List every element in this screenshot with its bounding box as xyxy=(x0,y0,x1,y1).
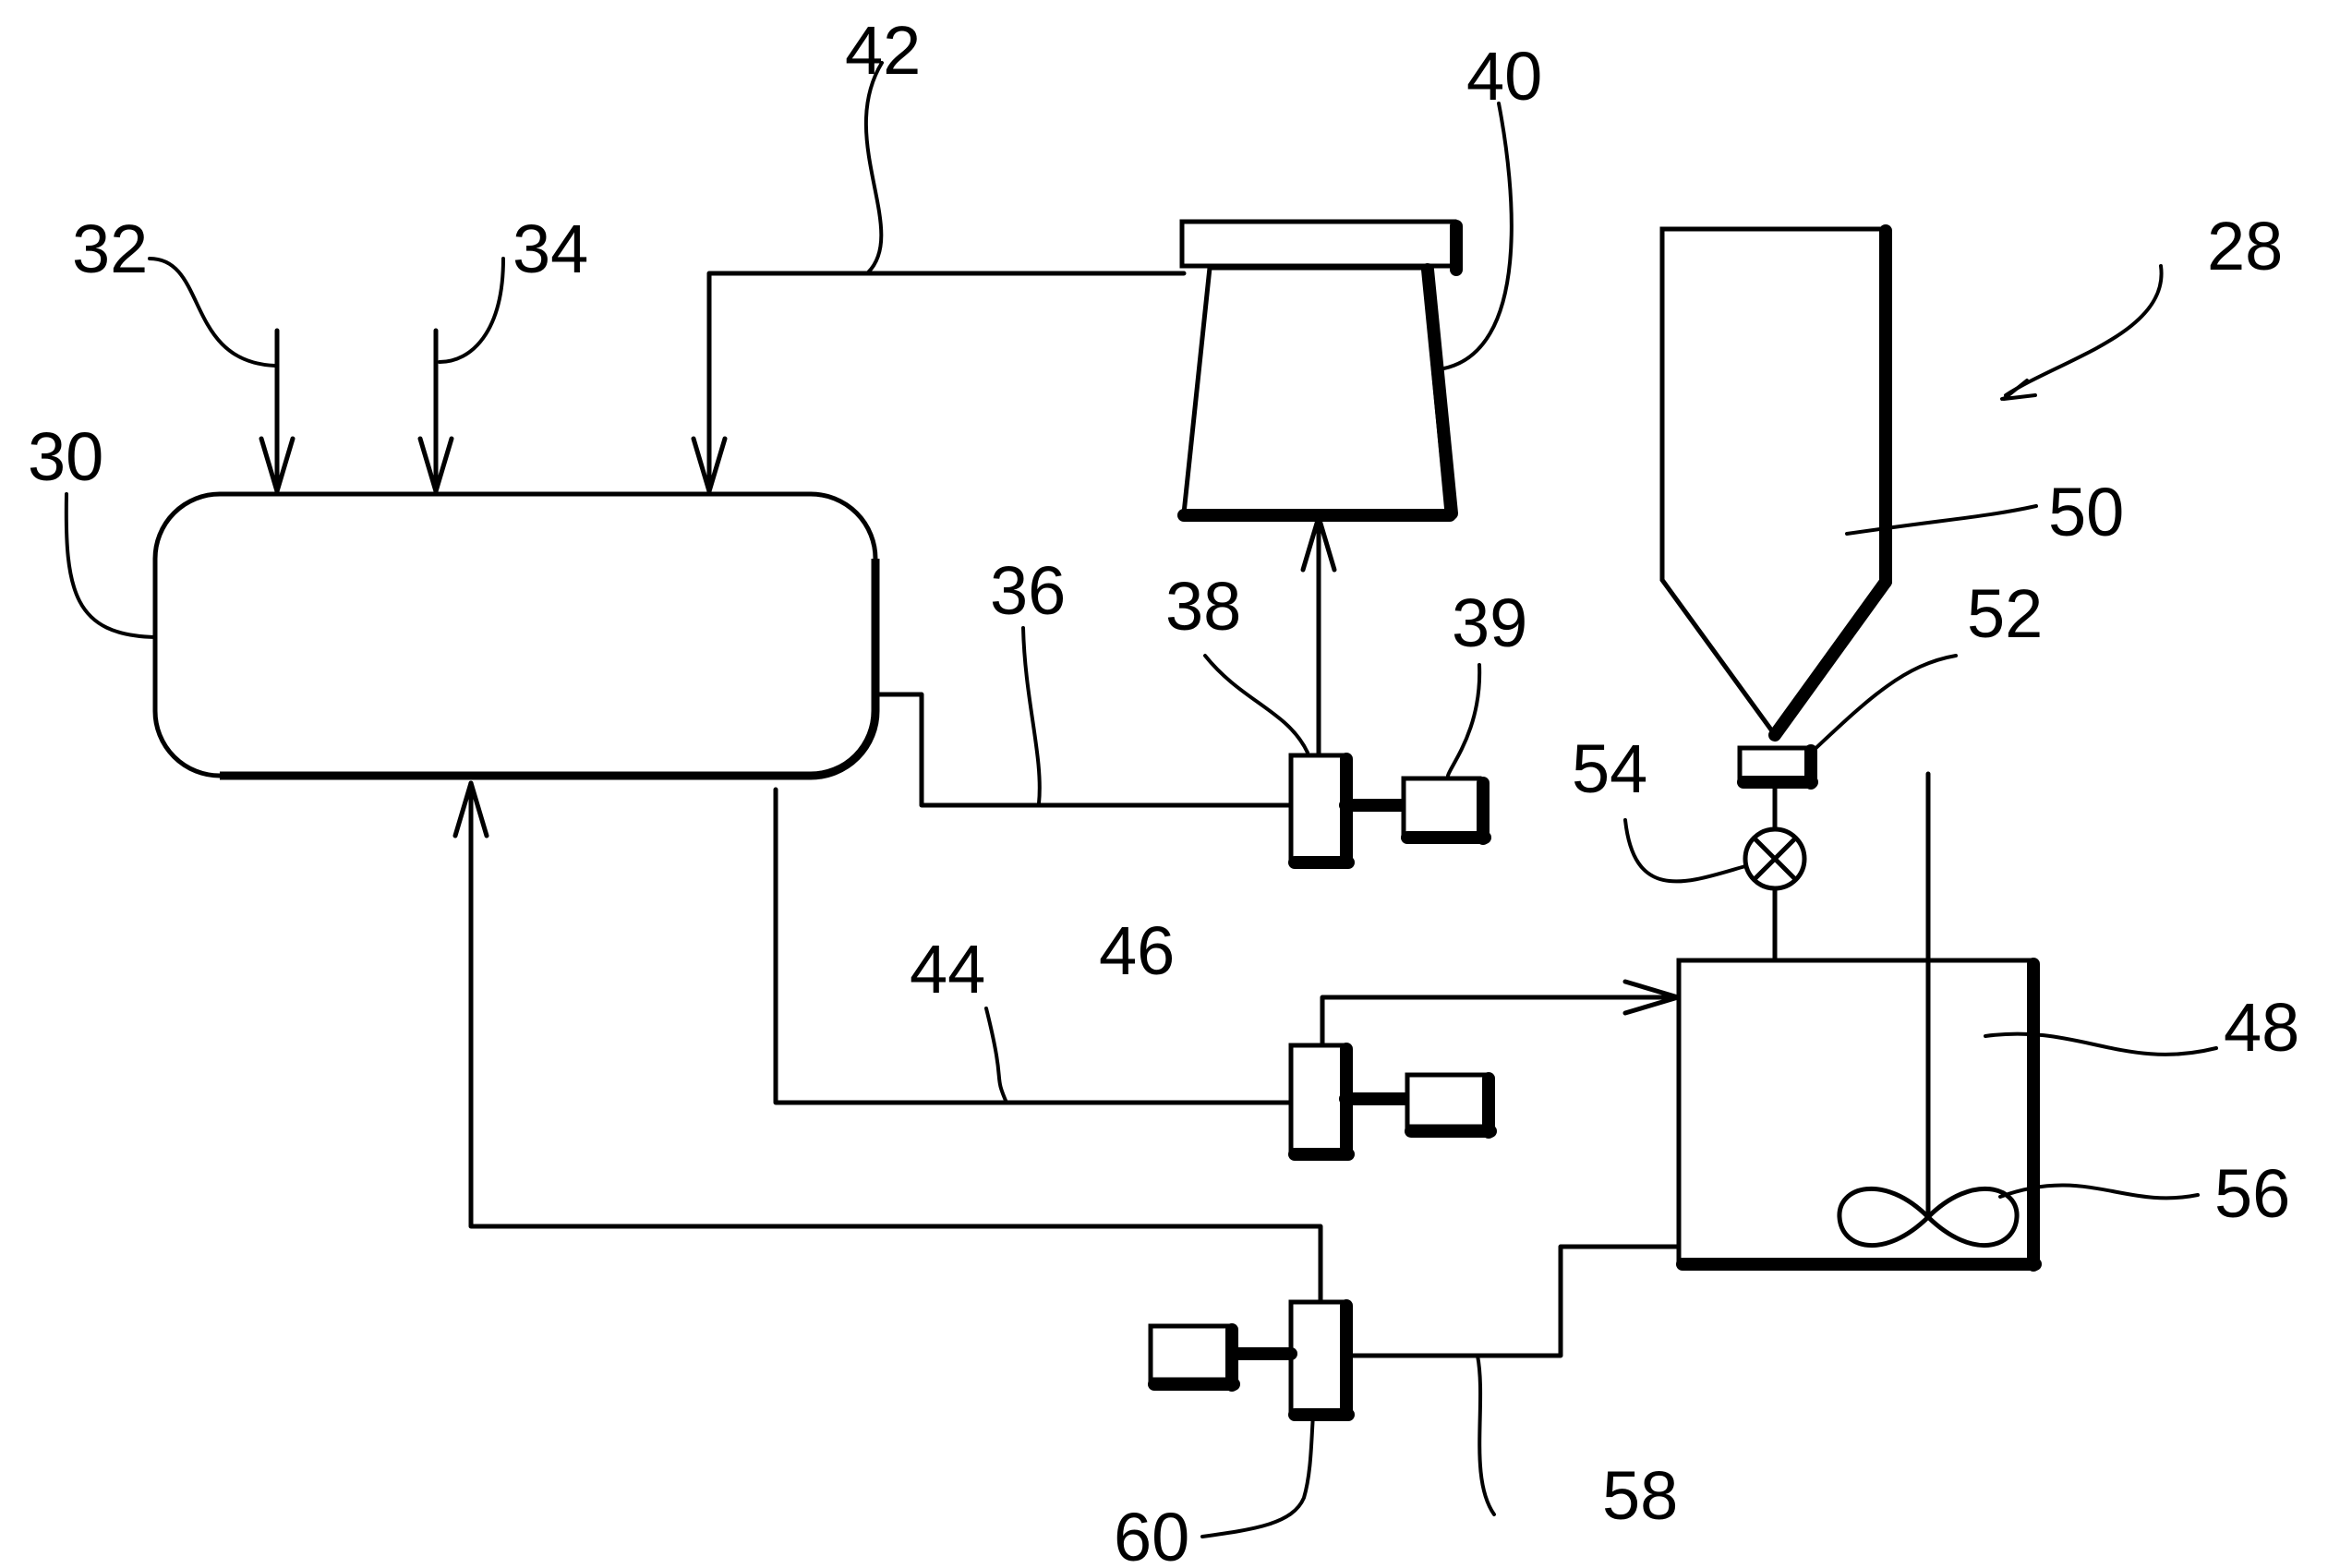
line-to-mix-tank xyxy=(1322,982,1678,1045)
hood-unit xyxy=(1182,222,1456,515)
ref-52: 52 xyxy=(1967,575,2043,652)
pump-60 xyxy=(1232,1302,1348,1415)
reactor-vessel xyxy=(155,494,875,776)
return-line-42 xyxy=(694,273,1184,491)
mix-tank-48 xyxy=(1679,960,2035,1265)
ref-30: 30 xyxy=(28,418,103,495)
ref-56: 56 xyxy=(2214,1155,2290,1232)
return-line-to-reactor xyxy=(455,783,1321,1302)
line-44 xyxy=(776,790,1291,1103)
motor-60 xyxy=(1151,1326,1234,1385)
silo-50 xyxy=(1662,229,1886,735)
ref-32: 32 xyxy=(72,211,148,287)
motor-39 xyxy=(1404,778,1485,838)
ref-54: 54 xyxy=(1572,730,1647,807)
ref-44: 44 xyxy=(910,931,985,1007)
line-58 xyxy=(1352,1247,1677,1356)
pump-38 xyxy=(1291,755,1404,862)
riser-to-hood xyxy=(1303,517,1334,755)
feed-line-34 xyxy=(420,331,452,491)
ref-40: 40 xyxy=(1466,38,1542,115)
line-36 xyxy=(877,694,1291,805)
ref-34: 34 xyxy=(513,211,588,287)
ref-50: 50 xyxy=(2048,474,2124,550)
feed-line-32 xyxy=(261,331,293,491)
ref-28: 28 xyxy=(2207,208,2283,284)
ref-39: 39 xyxy=(1452,585,1527,661)
ref-46: 46 xyxy=(1099,912,1175,989)
ref-42: 42 xyxy=(845,12,921,89)
leader-lines xyxy=(66,63,2216,1537)
pump-46 xyxy=(1291,1045,1407,1154)
ref-60: 60 xyxy=(1114,1499,1189,1568)
feeder-52 xyxy=(1740,748,1812,783)
ref-38: 38 xyxy=(1165,568,1241,645)
ref-58: 58 xyxy=(1602,1457,1678,1534)
motor-46 xyxy=(1407,1075,1490,1132)
ref-48: 48 xyxy=(2224,989,2299,1066)
ref-36: 36 xyxy=(990,552,1066,629)
rotary-valve-54 xyxy=(1745,783,1804,960)
